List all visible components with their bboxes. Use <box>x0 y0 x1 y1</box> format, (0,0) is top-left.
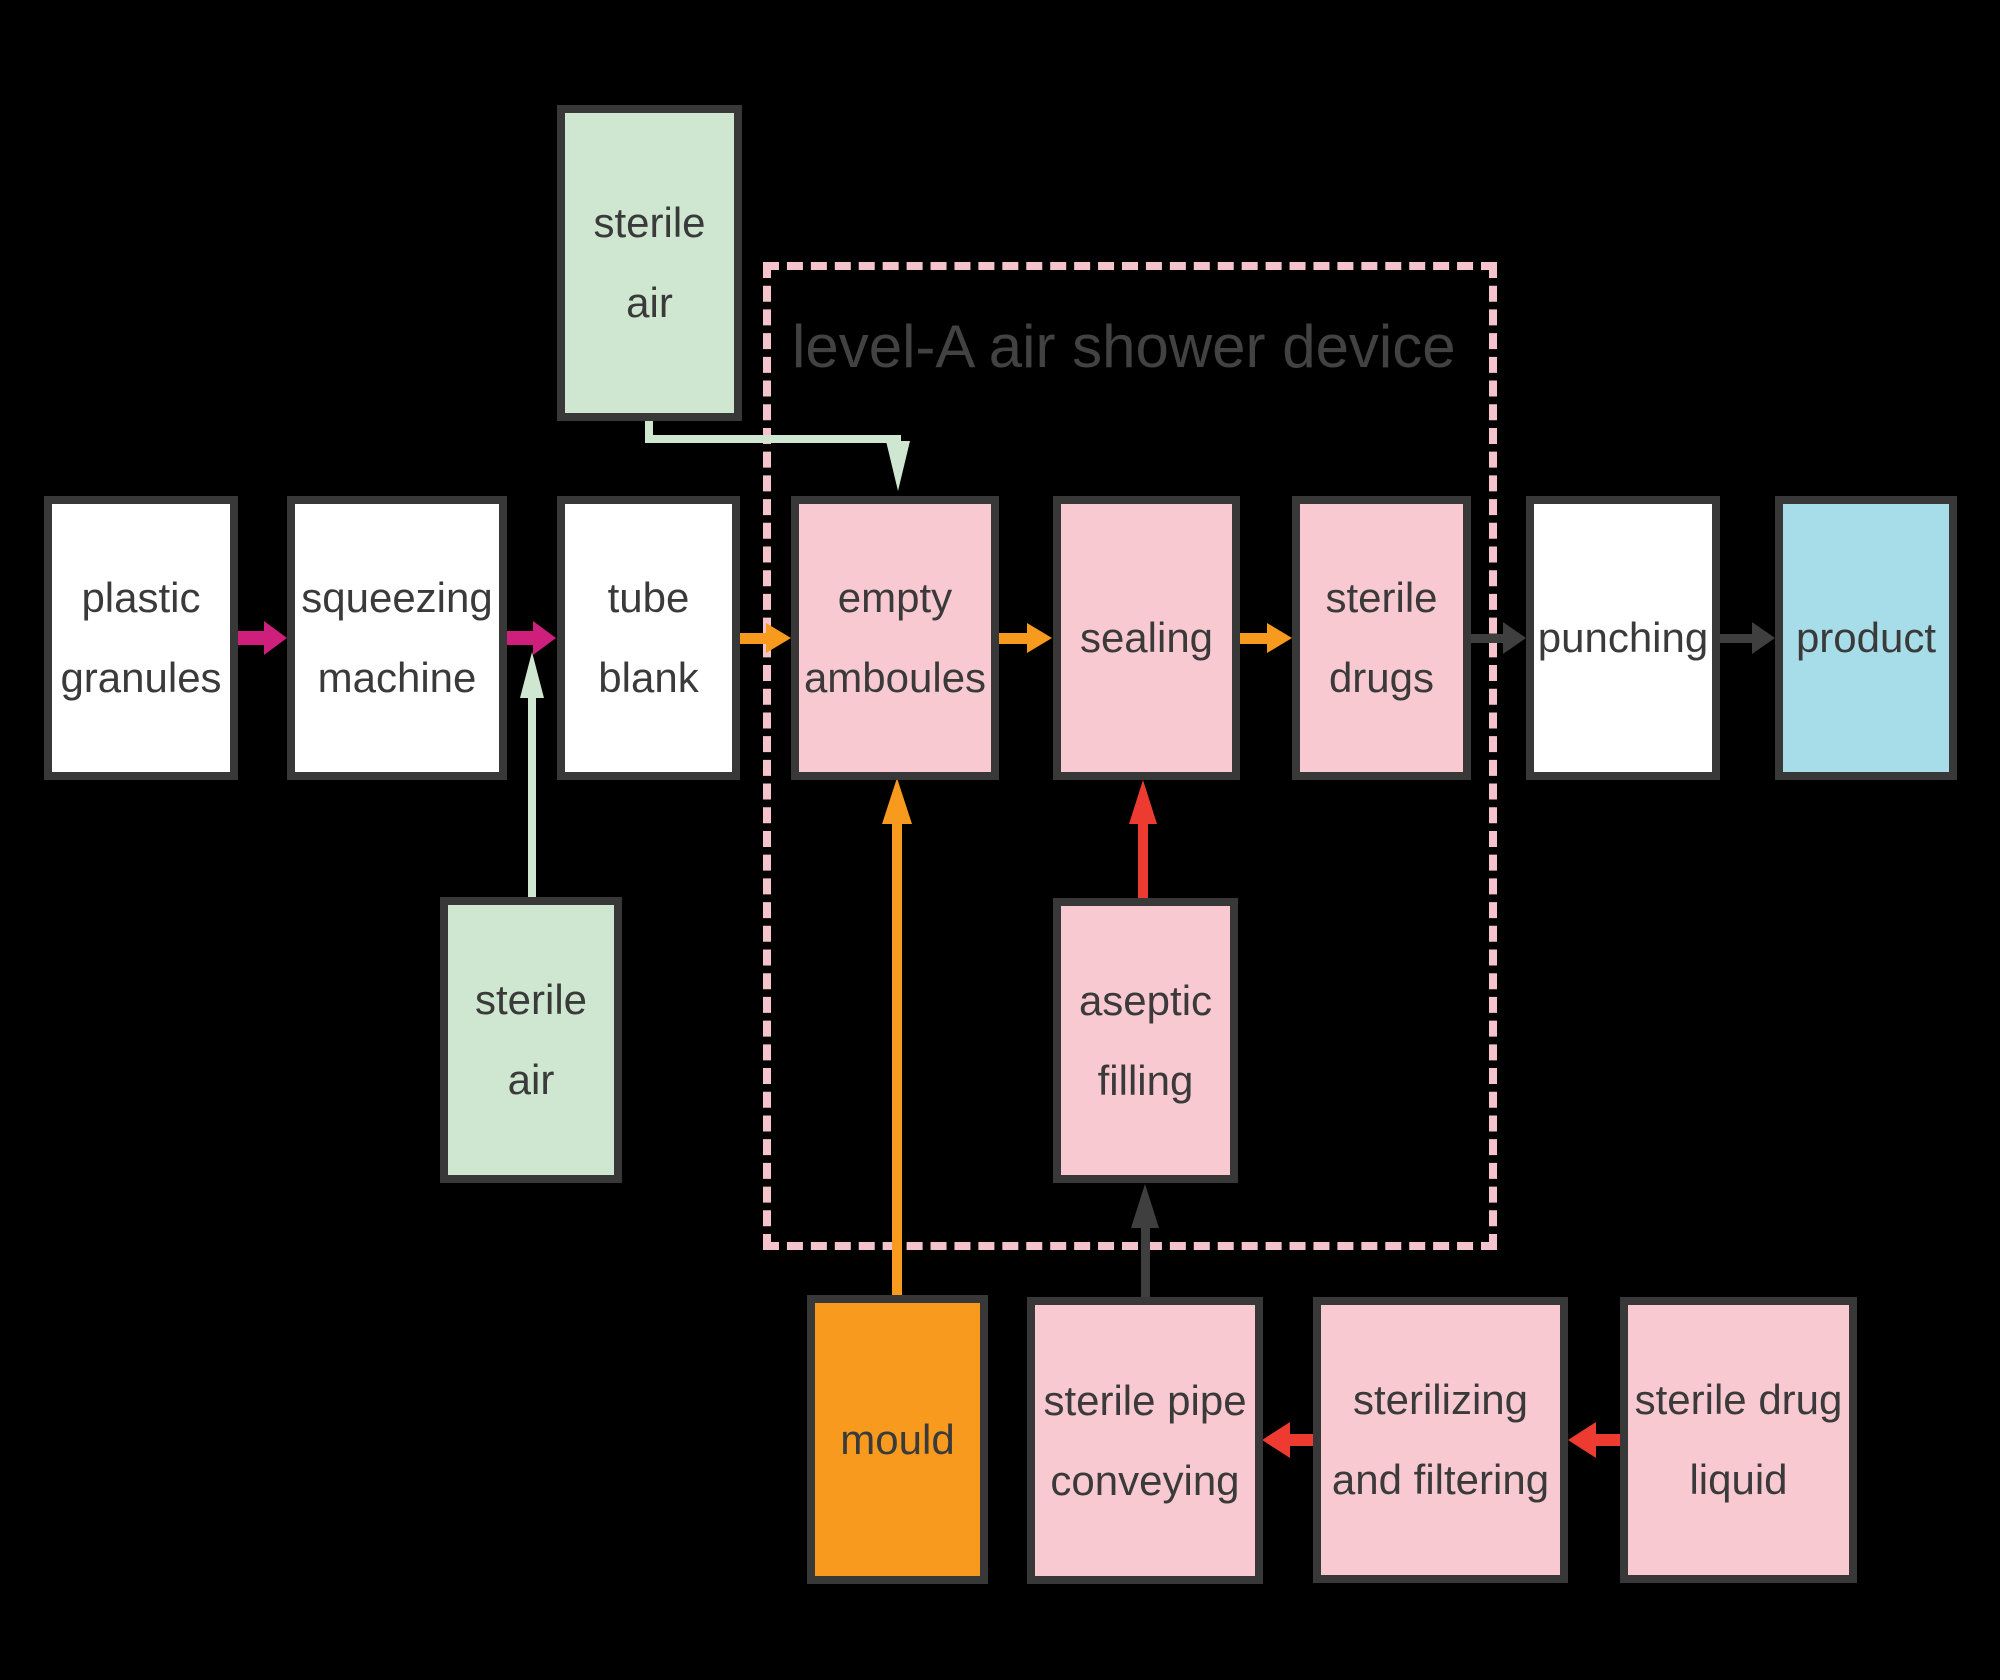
arrow-tube-to-empty-stem <box>739 633 768 644</box>
arrow-sterilizing-to-conveying-head <box>1262 1422 1290 1458</box>
arrow-sterile-air-bottom-stem <box>528 696 536 897</box>
arrow-punching-to-product-stem <box>1719 634 1754 643</box>
arrow-squeezing-to-tube-stem <box>504 631 535 645</box>
arrow-empty-to-sealing-stem <box>999 633 1029 644</box>
arrow-sterile-air-top-head <box>886 441 910 491</box>
node-product: product <box>1775 496 1957 780</box>
node-sterile-drug-liquid: sterile drug liquid <box>1620 1297 1857 1583</box>
arrow-drugs-to-punching-head <box>1503 622 1526 654</box>
arrow-conveying-to-aseptic-filling-head <box>1131 1184 1159 1228</box>
node-sealing: sealing <box>1053 496 1240 780</box>
node-punching: punching <box>1526 496 1720 780</box>
arrow-aseptic-filling-to-sealing-head <box>1129 780 1157 824</box>
arrow-plastic-to-squeezing-head <box>264 621 287 655</box>
node-sterilizing-and-filtering: sterilizing and filtering <box>1313 1297 1568 1583</box>
region-title: level-A air shower device <box>792 313 1456 380</box>
arrow-sterilizing-to-conveying-stem <box>1288 1434 1313 1446</box>
arrow-mould-to-empty-amboules-head <box>882 778 912 824</box>
arrow-plastic-to-squeezing-stem <box>237 631 266 645</box>
arrow-aseptic-filling-to-sealing-stem <box>1138 822 1148 900</box>
node-plastic-granules: plastic granules <box>44 496 238 780</box>
arrow-conveying-to-aseptic-filling-stem <box>1141 1226 1150 1299</box>
arrow-drugs-to-punching-stem <box>1471 634 1505 643</box>
node-squeezing-machine: squeezing machine <box>287 496 507 780</box>
level-a-air-shower-region <box>763 262 1497 1250</box>
arrow-liquid-to-sterilizing-head <box>1568 1422 1596 1458</box>
node-tube-blank: tube blank <box>557 496 740 780</box>
node-empty-amboules: empty amboules <box>791 496 999 780</box>
arrow-liquid-to-sterilizing-stem <box>1594 1434 1620 1446</box>
node-sterile-air-bottom: sterile air <box>440 897 622 1183</box>
arrow-sealing-to-drugs-stem <box>1240 633 1269 644</box>
node-sterile-drugs: sterile drugs <box>1292 496 1471 780</box>
node-aseptic-filling: aseptic filling <box>1053 898 1238 1183</box>
node-sterile-pipe-conveying: sterile pipe conveying <box>1027 1297 1263 1584</box>
node-sterile-air-top: sterile air <box>557 105 742 421</box>
arrow-sterile-air-top-elbow-vertical <box>645 416 653 443</box>
arrow-sterile-air-top-elbow-horizontal <box>645 435 901 443</box>
arrow-punching-to-product-head <box>1752 622 1775 654</box>
arrow-sealing-to-drugs-head <box>1267 623 1292 653</box>
arrow-squeezing-to-tube-head <box>533 621 556 655</box>
node-mould: mould <box>807 1295 988 1584</box>
arrow-sterile-air-bottom-head <box>520 652 544 698</box>
arrow-empty-to-sealing-head <box>1027 623 1052 653</box>
arrow-tube-to-empty-head <box>766 623 791 653</box>
arrow-mould-to-empty-amboules-stem <box>892 822 902 1297</box>
